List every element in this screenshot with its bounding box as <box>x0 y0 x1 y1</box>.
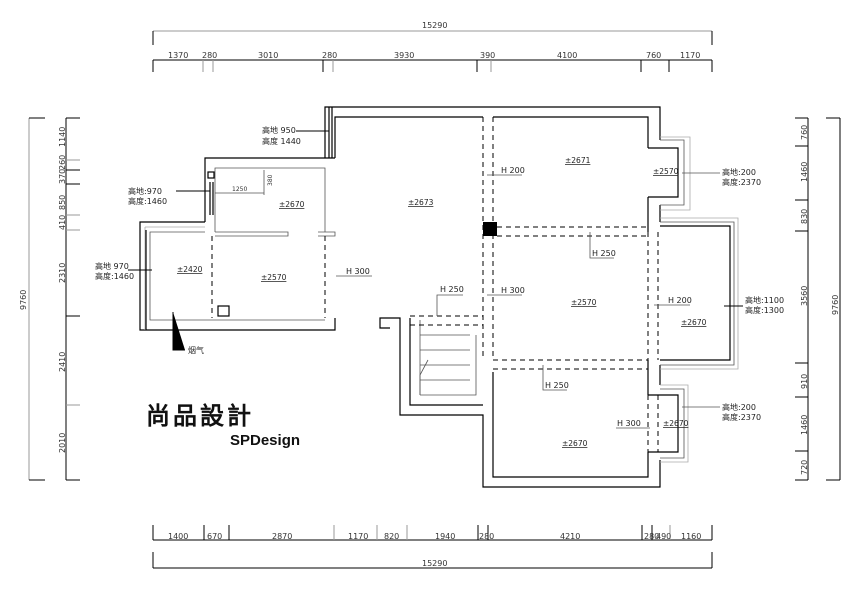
dim-bottom-seg: 670 <box>207 532 222 541</box>
beam-top-h200: H 200 <box>501 166 525 175</box>
dim-bottom-seg: 2870 <box>272 532 292 541</box>
dim-left-seg: 2410 <box>58 352 67 372</box>
beam-lower-h250: H 250 <box>545 381 569 390</box>
dim-top-seg: 3930 <box>394 51 414 60</box>
elevation-right-mid: ±2570 <box>571 298 597 307</box>
dim-left-seg: 260 <box>58 155 67 170</box>
window-upper-left-height: 高度:1460 <box>128 196 167 206</box>
dim-bottom-seg: 1170 <box>348 532 368 541</box>
elevation-bottom-right: ±2670 <box>562 439 588 448</box>
beam-labels: H 300 H 250 H 200 H 250 H 300 H 200 H 25… <box>336 166 692 429</box>
window-left-sill: 高地 970 <box>95 261 129 271</box>
dim-top-seg: 1170 <box>680 51 700 60</box>
dim-bottom-seg: 280 <box>644 532 659 541</box>
beam-bottom-h300: H 300 <box>617 419 641 428</box>
dim-top-seg: 4100 <box>557 51 577 60</box>
dim-right-seg: 1460 <box>800 415 809 435</box>
window-right-mid-sill: 高地:1100 <box>745 295 784 305</box>
dim-1250: 1250 <box>232 186 247 193</box>
window-right-mid-height: 高度:1300 <box>745 305 784 315</box>
dim-left-seg: 850 <box>58 195 67 210</box>
dim-left-seg: 1140 <box>58 127 67 147</box>
window-annotations: 高地 950 高度 1440 高地:970 高度:1460 高地 970 高度:… <box>95 125 784 422</box>
elevation-upper-left: ±2670 <box>279 200 305 209</box>
elevation-center: ±2673 <box>408 198 434 207</box>
logo-chinese: 尚品設計 <box>146 402 254 430</box>
window-top-height: 高度 1440 <box>262 136 301 146</box>
dim-left-seg: 2310 <box>58 263 67 283</box>
bottom-dimensions: 1400 670 2870 1170 820 1940 280 4210 280… <box>152 525 713 569</box>
dim-top-seg: 390 <box>480 51 495 60</box>
beam-mid-h250: H 250 <box>592 249 616 258</box>
elevation-left-mid: ±2570 <box>261 273 287 282</box>
spdesign-logo: 尚品設計 SPDesign <box>146 402 300 449</box>
dim-left-total: 9760 <box>19 290 28 310</box>
beam-left-h300: H 300 <box>346 267 370 276</box>
dim-top-seg: 280 <box>202 51 217 60</box>
dim-bottom-seg: 4210 <box>560 532 580 541</box>
elevation-right-top-bay: ±2570 <box>653 167 679 176</box>
beam-right-h200: H 200 <box>668 296 692 305</box>
dim-bottom-seg: 280 <box>479 532 494 541</box>
dim-bottom-seg: 1940 <box>435 532 455 541</box>
dim-top-seg: 3010 <box>258 51 278 60</box>
elevation-upper-right: ±2671 <box>565 156 591 165</box>
window-upper-left-sill: 高地:970 <box>128 186 162 196</box>
flue-box <box>217 305 230 317</box>
dim-bottom-seg: 1160 <box>681 532 701 541</box>
dim-top-seg: 760 <box>646 51 661 60</box>
beam-center-h300: H 300 <box>501 286 525 295</box>
left-dimensions: 9760 1140 260 370 850 410 2310 2410 2010 <box>19 117 80 481</box>
elevation-right-bottom-bay: ±2670 <box>663 419 689 428</box>
column <box>483 222 497 236</box>
dim-left-seg: 370 <box>58 169 67 184</box>
beam-stair-h250: H 250 <box>440 285 464 294</box>
dim-right-seg: 760 <box>800 125 809 140</box>
dim-bottom-total: 15290 <box>422 559 447 568</box>
dim-top-total: 15290 <box>422 21 447 30</box>
dim-right-seg: 830 <box>800 209 809 224</box>
dim-right-seg: 3560 <box>800 286 809 306</box>
flue-label: 烟气 <box>188 345 204 355</box>
dim-left-seg: 410 <box>58 215 67 230</box>
dim-right-total: 9760 <box>831 295 840 315</box>
dim-right-seg: 720 <box>800 460 809 475</box>
dim-380: 380 <box>267 174 274 186</box>
window-right-bottom-sill: 高地:200 <box>722 402 756 412</box>
dim-top-seg: 1370 <box>168 51 188 60</box>
right-dimensions: 760 1460 830 3560 910 1460 720 9760 <box>795 117 841 481</box>
elevation-labels: ±2670 ±2420 ±2570 ±2673 ±2671 ±2570 ±257… <box>177 156 707 448</box>
dim-bottom-seg: 1400 <box>168 532 188 541</box>
walls <box>139 106 739 488</box>
dim-left-seg: 2010 <box>58 433 67 453</box>
top-dimensions: 15290 1370 280 3010 280 3930 390 4100 76… <box>152 21 713 72</box>
elevation-left: ±2420 <box>177 265 203 274</box>
dim-top-seg: 280 <box>322 51 337 60</box>
beams-dashed <box>211 117 659 452</box>
window-top-sill: 高地 950 <box>262 125 296 135</box>
dim-right-seg: 910 <box>800 374 809 389</box>
window-right-top-sill: 高地:200 <box>722 167 756 177</box>
elevation-right-mid-bay: ±2670 <box>681 318 707 327</box>
window-left-height: 高度:1460 <box>95 271 134 281</box>
dim-right-seg: 1460 <box>800 162 809 182</box>
dim-bottom-seg: 820 <box>384 532 399 541</box>
window-right-top-height: 高度:2370 <box>722 177 761 187</box>
window-right-bottom-height: 高度:2370 <box>722 412 761 422</box>
logo-english: SPDesign <box>230 432 300 449</box>
dim-bottom-seg: 490 <box>656 532 671 541</box>
